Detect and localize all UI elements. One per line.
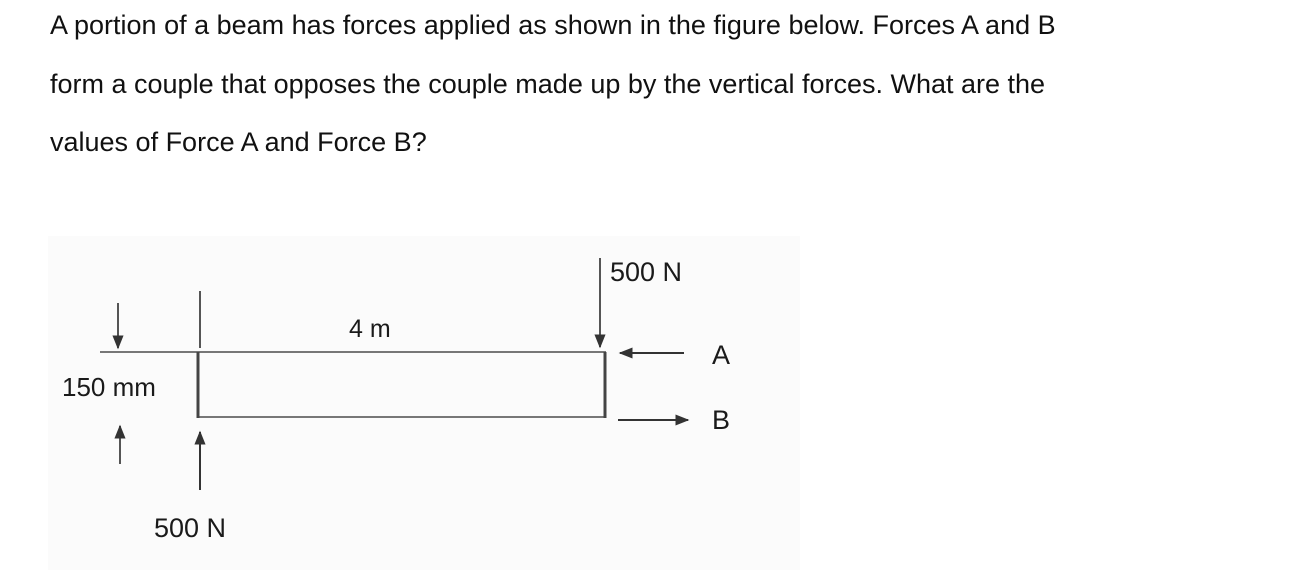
length-label: 4 m (349, 315, 391, 343)
question-line-2: form a couple that opposes the couple ma… (50, 69, 1046, 99)
force-b-label: B (712, 405, 730, 435)
depth-dimension (112, 303, 126, 464)
beam-figure: 500 N 4 m 150 mm 500 N A B (48, 236, 800, 570)
bottom-force-label: 500 N (154, 513, 226, 543)
question-line-3: values of Force A and Force B? (50, 127, 427, 157)
depth-label: 150 mm (62, 372, 156, 402)
beam-diagram-svg: 500 N 4 m 150 mm 500 N A B (62, 257, 730, 543)
question-line-1: A portion of a beam has forces applied a… (50, 10, 1056, 40)
force-a-label: A (712, 340, 730, 370)
top-force-label: 500 N (610, 257, 682, 287)
beam-body (100, 351, 607, 418)
